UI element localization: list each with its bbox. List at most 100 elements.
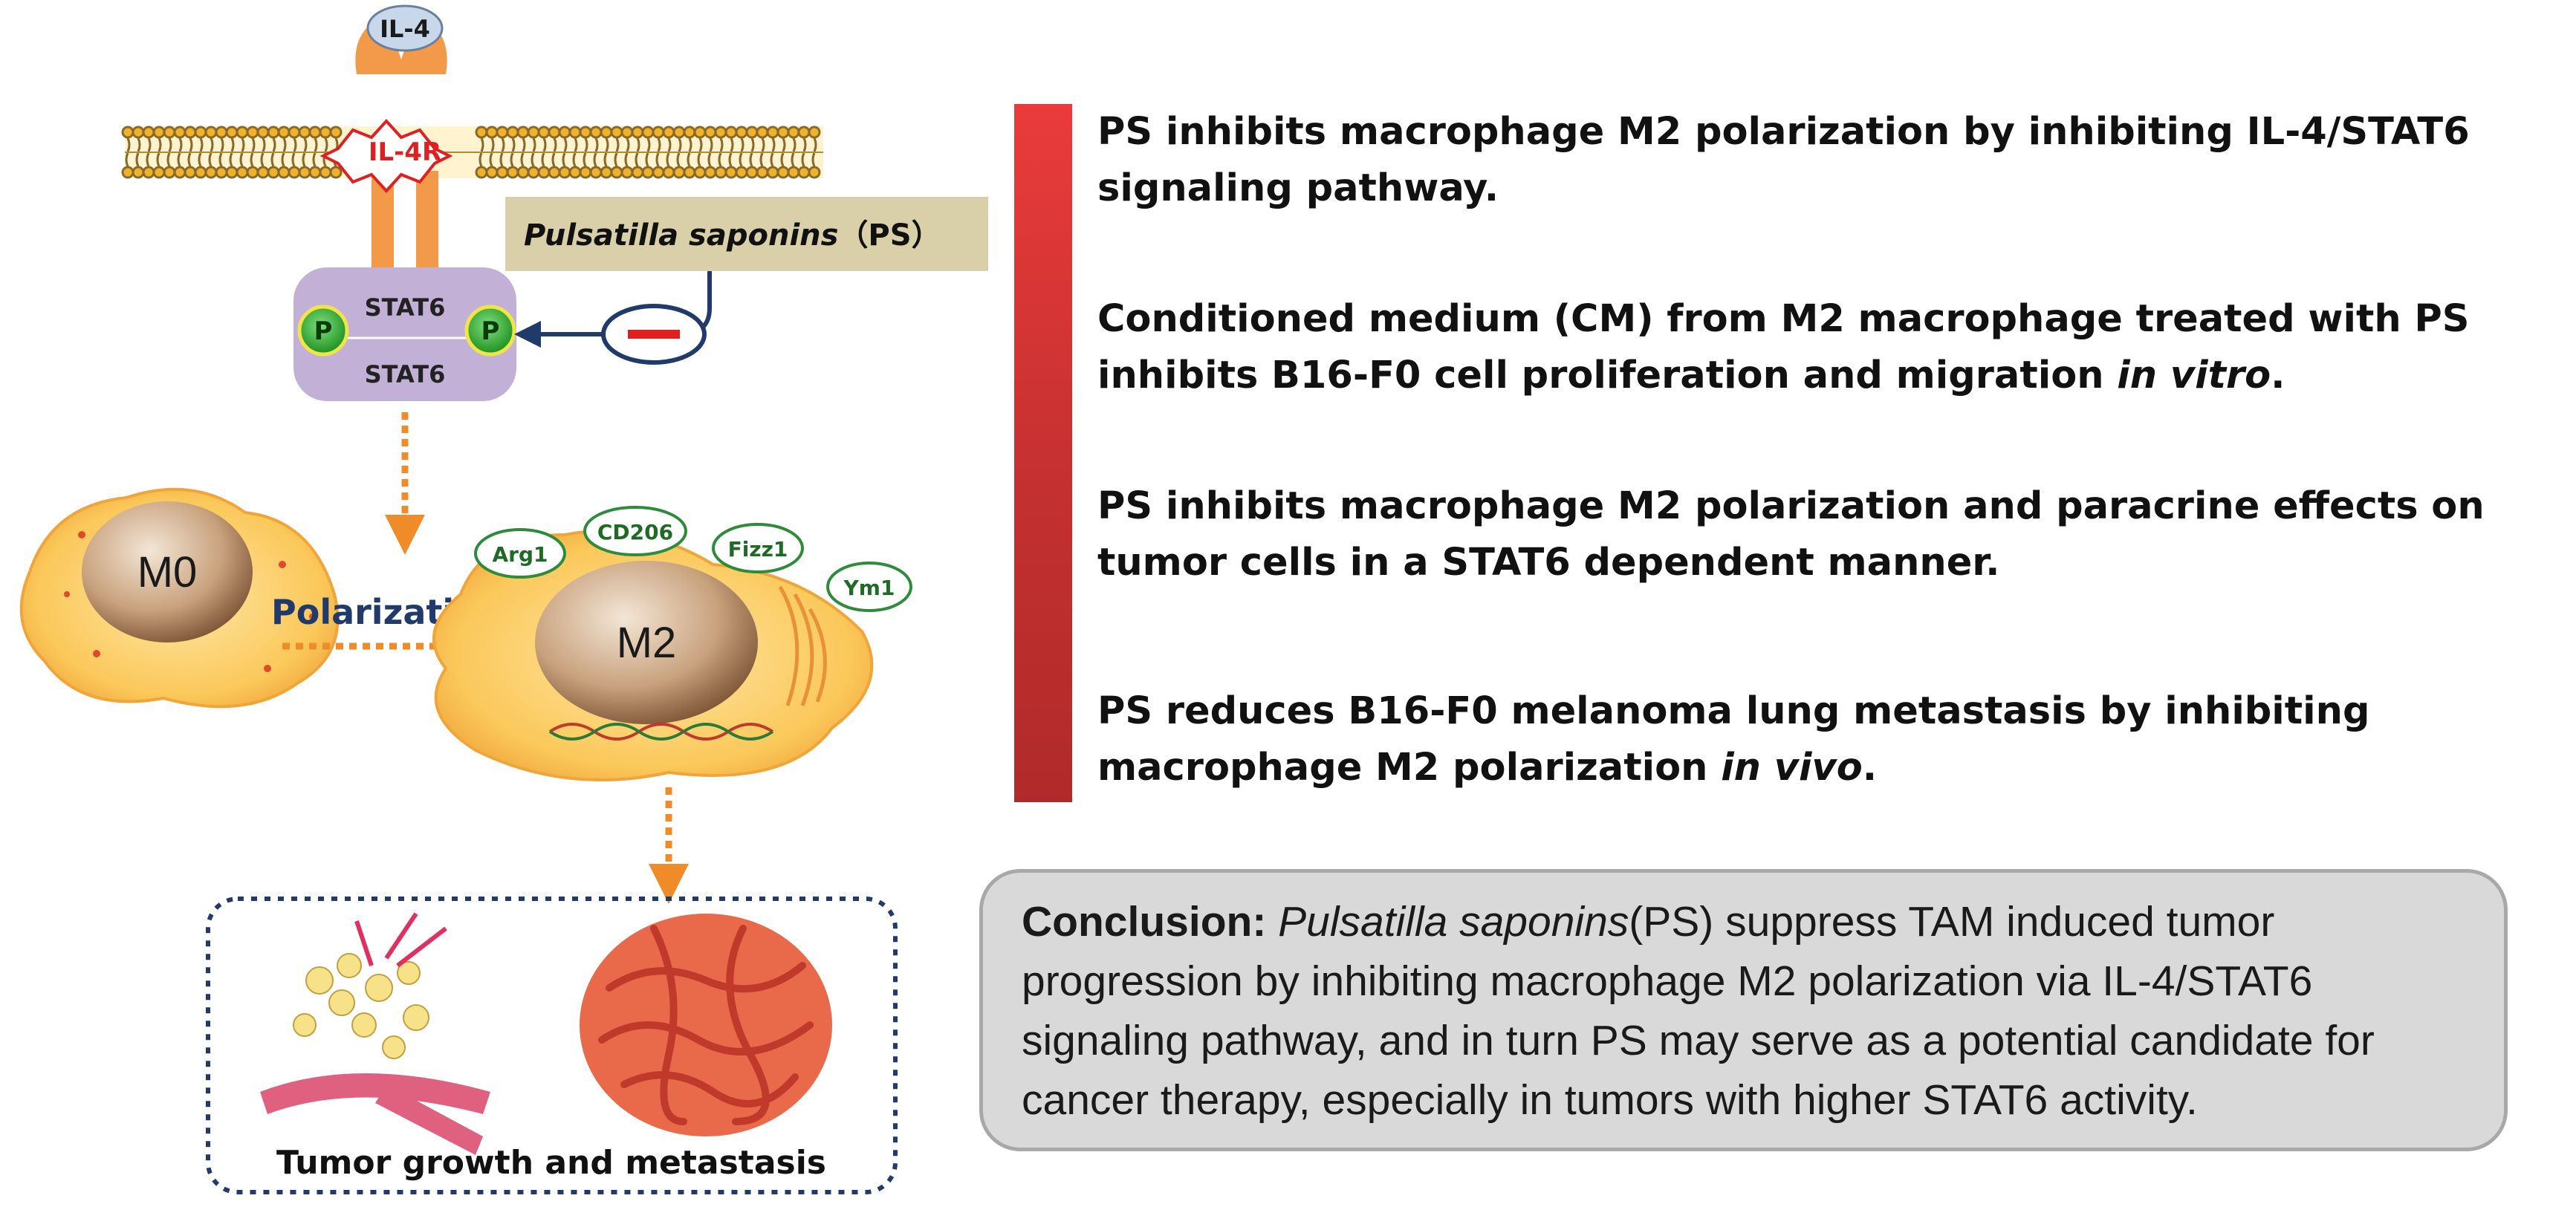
lipid-head [485, 126, 499, 139]
inhibition-arrow [514, 271, 712, 365]
il4-ligand [366, 4, 444, 52]
lipid-head [121, 126, 134, 139]
lipid-head [797, 166, 811, 179]
lipid-head [288, 166, 301, 179]
lipid-head [589, 126, 603, 139]
lipid-tail [749, 137, 755, 167]
lipid-tail [270, 137, 276, 167]
stat6-bottom-label: STAT6 [365, 360, 446, 388]
drug-box [505, 197, 988, 271]
lipid-head [620, 166, 634, 179]
lipid-tail [218, 137, 224, 167]
lipid-head [776, 166, 790, 179]
phospho-right-label: P [481, 316, 500, 346]
lipid-tail [239, 137, 245, 167]
lipid-head [329, 166, 343, 179]
findings-panel: PS inhibits macrophage M2 polarization b… [1014, 104, 2500, 802]
finding-1-line2: signaling pathway. [1097, 166, 1499, 210]
lipid-tail [229, 137, 235, 167]
lipid-tail [718, 137, 724, 167]
phospho-left [297, 305, 349, 357]
lipid-head [631, 126, 644, 139]
lipid-head [308, 126, 322, 139]
lipid-tail [510, 137, 516, 167]
lipid-head [756, 126, 769, 139]
conclusion-heading: Conclusion: [1022, 898, 1279, 946]
lipid-tail [250, 137, 256, 167]
lipid-head [745, 166, 759, 179]
lipid-head [215, 166, 228, 179]
lipid-head [277, 126, 291, 139]
ligand-label: IL-4 [380, 15, 430, 43]
lipid-head [163, 166, 176, 179]
lipid-tail [624, 137, 630, 167]
lipid-tail [583, 137, 588, 167]
marker-arg1: Arg1 [474, 528, 566, 579]
marker-fizz1: Fizz1 [712, 523, 804, 573]
finding-2: Conditioned medium (CM) from M2 macropha… [1097, 291, 2494, 404]
conclusion-text: (PS) suppress TAM induced tumor progress… [1022, 898, 2375, 1124]
phospho-left-label: P [314, 316, 333, 346]
tumor-box [206, 897, 898, 1194]
lipid-head [787, 126, 800, 139]
lipid-tail [687, 137, 692, 167]
lipid-head [672, 166, 686, 179]
lipid-head [714, 126, 727, 139]
marker-cd206-label: CD206 [597, 520, 673, 544]
marker-cd206: CD206 [583, 506, 687, 556]
marker-ym1: Ym1 [826, 562, 912, 612]
lipid-tail [707, 137, 713, 167]
lipid-head [704, 166, 717, 179]
lipid-head [225, 126, 239, 139]
lipid-head [256, 126, 270, 139]
lipid-tail [291, 137, 297, 167]
lipid-head [184, 166, 197, 179]
drug-abbr: （PS） [838, 218, 941, 253]
lipid-tail [780, 137, 786, 167]
lipid-head [173, 126, 186, 139]
lipid-tail [666, 137, 672, 167]
lipid-tail [759, 137, 765, 167]
lipid-head [776, 126, 790, 139]
lipid-tail [551, 137, 557, 167]
lipid-head [132, 126, 145, 139]
lipid-head [527, 126, 540, 139]
lipid-tail [198, 137, 204, 167]
lipid-head [506, 166, 519, 179]
lipid-tail [801, 137, 807, 167]
finding-3-line1: PS inhibits macrophage M2 polarization a… [1097, 484, 2485, 528]
lipid-head [142, 166, 155, 179]
finding-4-line1: PS reduces B16-F0 melanoma lung metastas… [1097, 689, 2370, 733]
lipid-head [568, 126, 582, 139]
lipid-head [152, 126, 166, 139]
lipid-head [225, 166, 239, 179]
lipid-tail [562, 137, 568, 167]
lipid-head [236, 126, 249, 139]
finding-4-line2: macrophage M2 polarization in vivo. [1097, 746, 1878, 790]
lipid-tail [302, 137, 308, 167]
lipid-head [683, 166, 696, 179]
lipid-head [558, 126, 571, 139]
finding-2-line1: Conditioned medium (CM) from M2 macropha… [1097, 297, 2470, 341]
lipid-head [516, 166, 530, 179]
lipid-head [163, 126, 176, 139]
lipid-tail [728, 137, 734, 167]
lipid-head [537, 126, 551, 139]
lipid-head [589, 166, 603, 179]
lipid-head [756, 166, 769, 179]
lipid-head [142, 126, 155, 139]
lipid-tail [478, 137, 484, 167]
lipid-tail [312, 137, 318, 167]
drug-name: Pulsatilla saponins [524, 218, 838, 253]
lipid-head [548, 166, 561, 179]
pathway-diagram: IL-4R IL-4 STAT6 STAT6 P P Pulsatilla sa… [19, 4, 988, 1194]
metastasis-vessel-icon [260, 912, 490, 1155]
lipid-tail [614, 137, 620, 167]
m0-nucleus [82, 501, 253, 642]
lipid-head [277, 166, 291, 179]
lipid-head [579, 166, 592, 179]
lipid-head [475, 166, 488, 179]
lipid-head [506, 126, 519, 139]
finding-2-line2: inhibits B16-F0 cell proliferation and m… [1097, 354, 2285, 397]
lipid-head [693, 166, 707, 179]
